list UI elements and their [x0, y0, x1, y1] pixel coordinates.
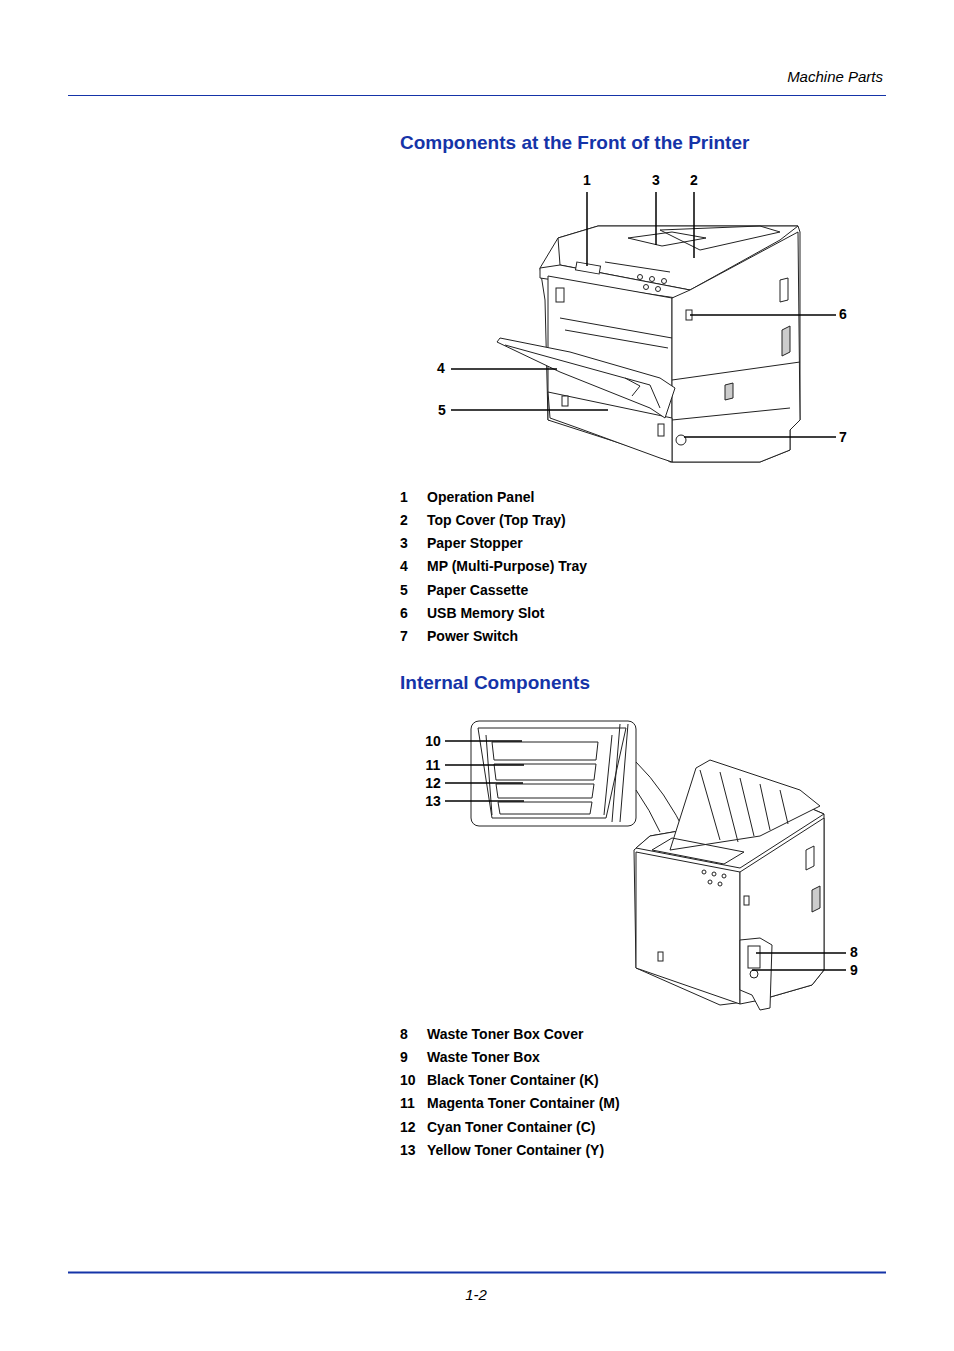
list-number: 11: [400, 1095, 415, 1112]
part-name: MP (Multi-Purpose) Tray: [427, 558, 587, 575]
list-number: 13: [400, 1142, 416, 1159]
part-name: Paper Cassette: [427, 582, 528, 599]
part-name: USB Memory Slot: [427, 605, 544, 622]
list-number: 10: [400, 1072, 416, 1089]
part-name: Waste Toner Box Cover: [427, 1026, 583, 1043]
list-number: 6: [400, 605, 408, 622]
list-number: 8: [400, 1026, 408, 1043]
part-name: Cyan Toner Container (C): [427, 1119, 596, 1136]
part-name: Operation Panel: [427, 489, 534, 506]
callout-number: 12: [425, 775, 441, 792]
callout-number: 5: [438, 402, 446, 419]
callout-number: 1: [583, 172, 591, 189]
list-number: 1: [400, 489, 408, 506]
callout-number: 13: [425, 793, 441, 810]
list-number: 4: [400, 558, 408, 575]
part-name: Magenta Toner Container (M): [427, 1095, 620, 1112]
part-name: Waste Toner Box: [427, 1049, 540, 1066]
list-number: 9: [400, 1049, 408, 1066]
page-number: 1-2: [465, 1286, 487, 1304]
section-heading: Components at the Front of the Printer: [400, 132, 749, 155]
part-name: Power Switch: [427, 628, 518, 645]
callout-number: 8: [850, 944, 858, 961]
part-name: Black Toner Container (K): [427, 1072, 599, 1089]
part-name: Yellow Toner Container (Y): [427, 1142, 604, 1159]
list-number: 2: [400, 512, 408, 529]
callout-number: 7: [839, 429, 847, 446]
callout-number: 9: [850, 962, 858, 979]
callout-number: 10: [425, 733, 441, 750]
callout-number: 3: [652, 172, 660, 189]
list-number: 7: [400, 628, 408, 645]
list-number: 12: [400, 1119, 416, 1136]
list-number: 5: [400, 582, 408, 599]
list-number: 3: [400, 535, 408, 552]
callout-number: 11: [426, 757, 441, 774]
callout-number: 2: [690, 172, 698, 189]
section-heading: Internal Components: [400, 672, 590, 695]
part-name: Paper Stopper: [427, 535, 523, 552]
callout-number: 6: [839, 306, 847, 323]
running-header: Machine Parts: [787, 68, 883, 86]
part-name: Top Cover (Top Tray): [427, 512, 566, 529]
callout-number: 4: [437, 360, 445, 377]
